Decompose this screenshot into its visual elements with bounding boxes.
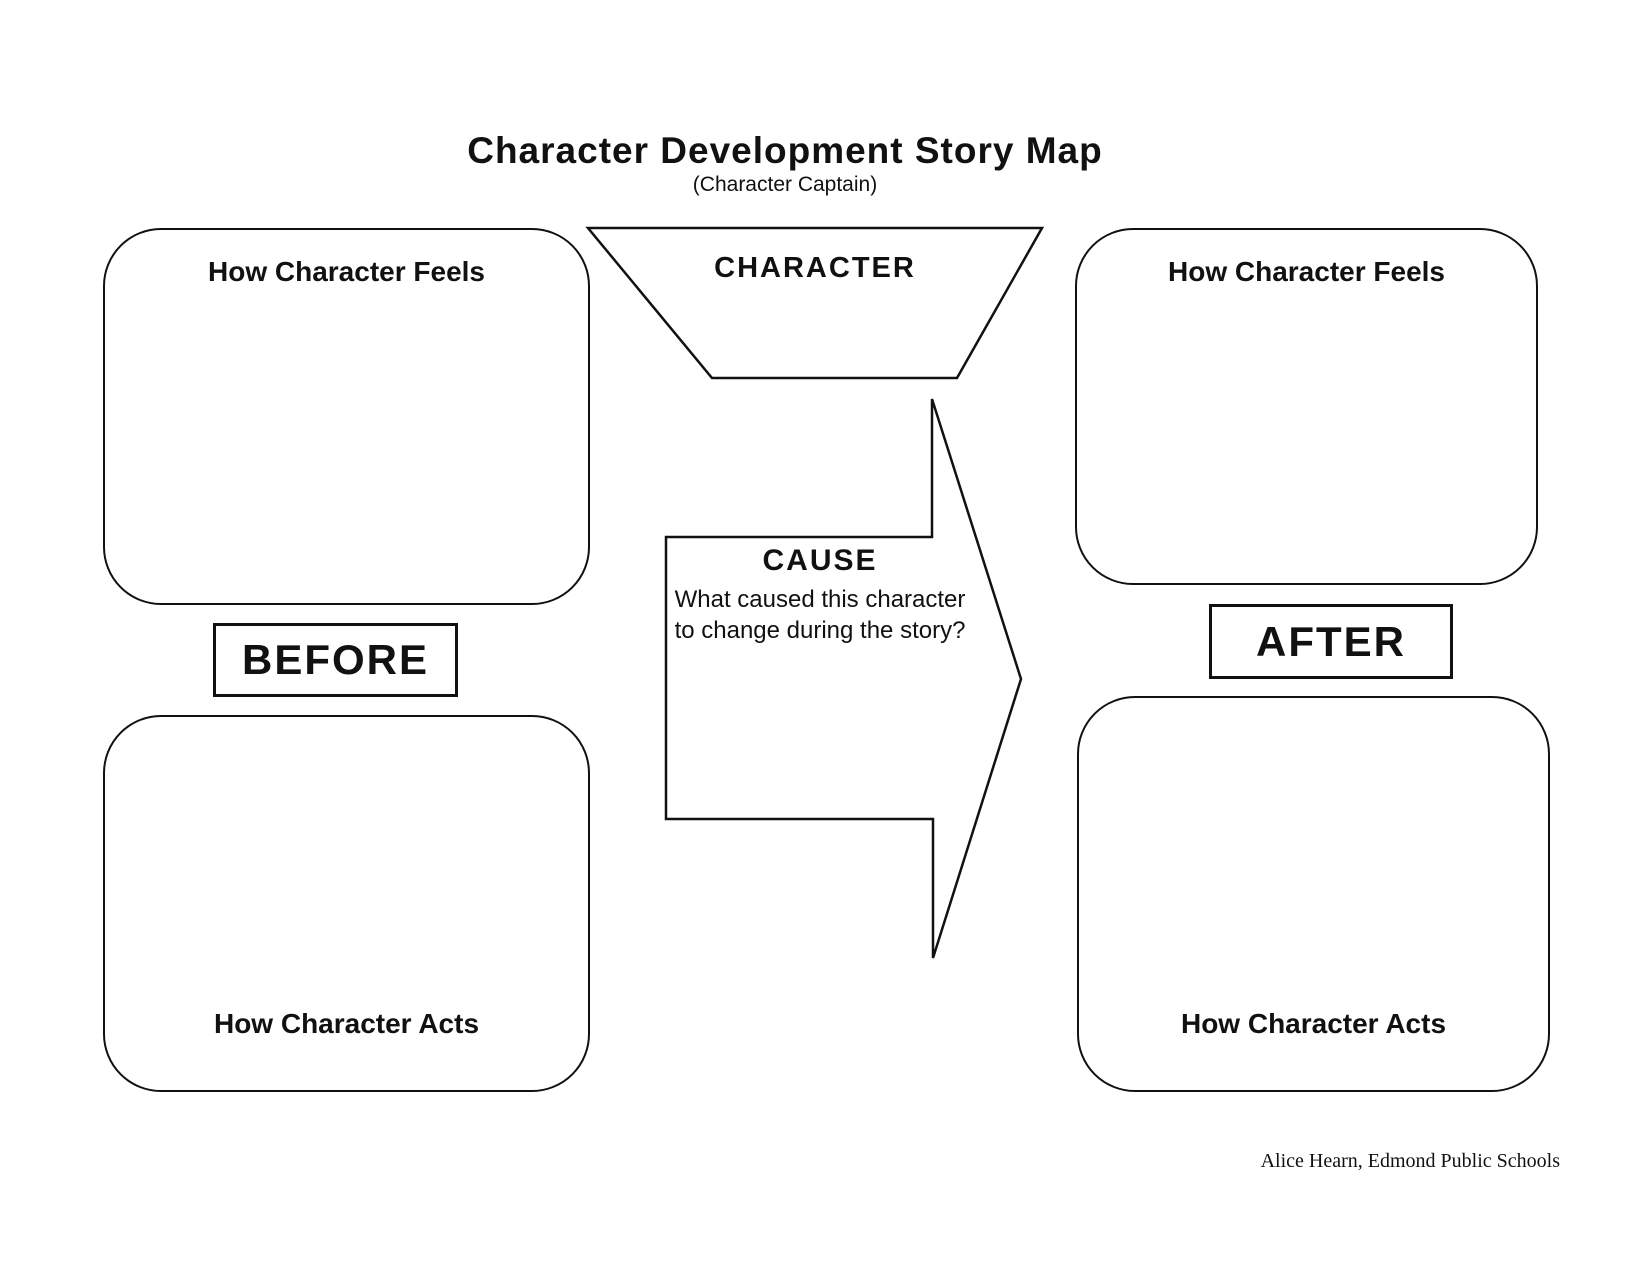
cause-title: CAUSE	[762, 544, 878, 577]
after-acts-box: How Character Acts	[1077, 696, 1550, 1092]
cause-question-line-2: to change during the story?	[674, 617, 966, 645]
character-funnel-shape	[585, 226, 1045, 380]
after-label-box: AFTER	[1209, 604, 1453, 679]
after-feels-box-label: How Character Feels	[1168, 256, 1445, 287]
before-acts-box: How Character Acts	[103, 715, 590, 1092]
attribution: Alice Hearn, Edmond Public Schools	[1260, 1150, 1560, 1172]
after-label: AFTER	[1256, 617, 1406, 665]
before-label: BEFORE	[241, 636, 429, 683]
character-funnel-label: CHARACTER	[714, 252, 916, 284]
cause-arrow-text: CAUSE What caused this character to chan…	[650, 544, 990, 646]
before-label-box: BEFORE	[213, 623, 458, 697]
page-subtitle: (Character Captain)	[692, 173, 878, 196]
before-feels-box: How Character Feels	[103, 228, 590, 605]
before-feels-box-label: How Character Feels	[208, 256, 485, 287]
page-title: Character Development Story Map	[467, 130, 1103, 171]
before-acts-box-label: How Character Acts	[213, 1008, 480, 1039]
cause-arrow-shape	[664, 398, 1023, 959]
after-acts-box-label: How Character Acts	[1180, 1008, 1447, 1039]
cause-question-line-1: What caused this character	[674, 586, 966, 613]
after-feels-box: How Character Feels	[1075, 228, 1538, 585]
